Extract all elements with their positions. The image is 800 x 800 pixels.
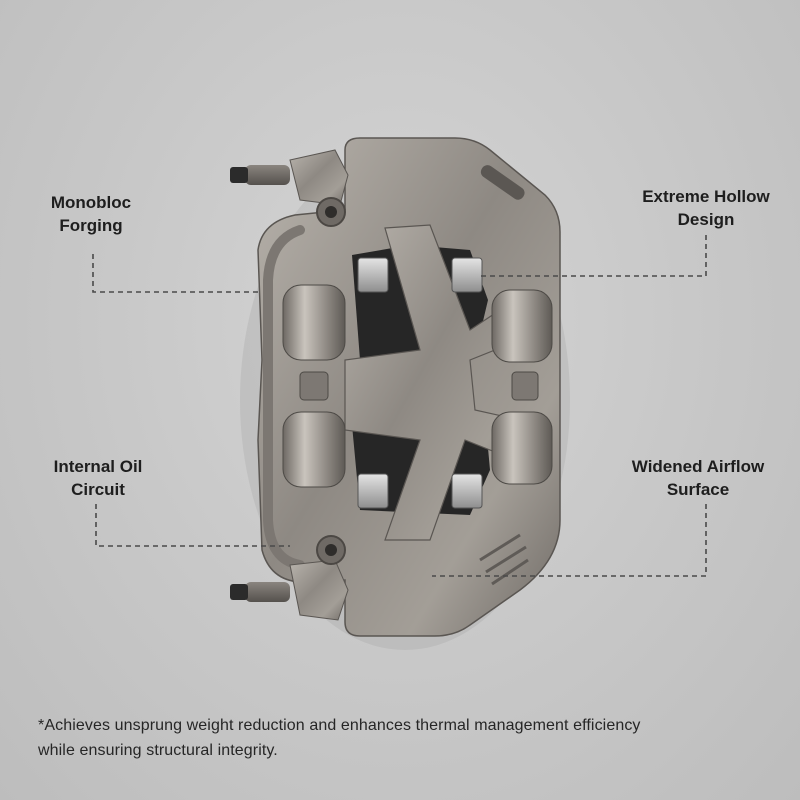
piston-left-upper xyxy=(282,284,346,361)
oil-channel xyxy=(263,225,305,570)
footnote-line1: *Achieves unsprung weight reduction and … xyxy=(38,717,641,734)
vent-slot xyxy=(480,165,525,200)
brake-pad-top-left xyxy=(357,257,389,293)
piston-left-spacer xyxy=(299,371,329,401)
bottom-fitting xyxy=(230,535,349,621)
label-widened-airflow-line2: Surface xyxy=(666,480,730,499)
brake-pad-bottom-right xyxy=(451,473,483,509)
label-extreme-hollow-design: Extreme Hollow Design xyxy=(622,185,790,231)
label-extreme-hollow-line1: Extreme Hollow xyxy=(642,187,770,206)
label-widened-airflow-surface: Widened Airflow Surface xyxy=(608,455,788,501)
label-extreme-hollow-line2: Design xyxy=(677,210,735,229)
footnote: *Achieves unsprung weight reduction and … xyxy=(38,713,778,763)
label-monobloc-forging: Monobloc Forging xyxy=(40,191,142,237)
airflow-ribs xyxy=(479,533,529,586)
piston-left-lower xyxy=(282,411,346,488)
brake-pad-top-right xyxy=(451,257,483,293)
label-internal-oil-line1: Internal Oil xyxy=(53,457,143,476)
label-internal-oil-line2: Circuit xyxy=(71,480,125,499)
leader-line-widened-airflow xyxy=(432,504,707,577)
piston-right-upper xyxy=(491,289,553,363)
label-internal-oil-circuit: Internal Oil Circuit xyxy=(36,455,160,501)
label-monobloc-line2: Forging xyxy=(59,216,123,235)
piston-right-spacer xyxy=(511,371,539,401)
label-monobloc-line1: Monobloc xyxy=(50,193,132,212)
label-widened-airflow-line1: Widened Airflow xyxy=(631,457,765,476)
piston-right-lower xyxy=(491,411,553,485)
leader-line-monobloc xyxy=(92,254,262,293)
top-fitting xyxy=(230,149,349,227)
footnote-line2: while ensuring structural integrity. xyxy=(38,742,278,759)
leader-line-extreme-hollow xyxy=(478,235,707,277)
leader-line-internal-oil xyxy=(95,504,290,547)
brake-pad-bottom-left xyxy=(357,473,389,509)
